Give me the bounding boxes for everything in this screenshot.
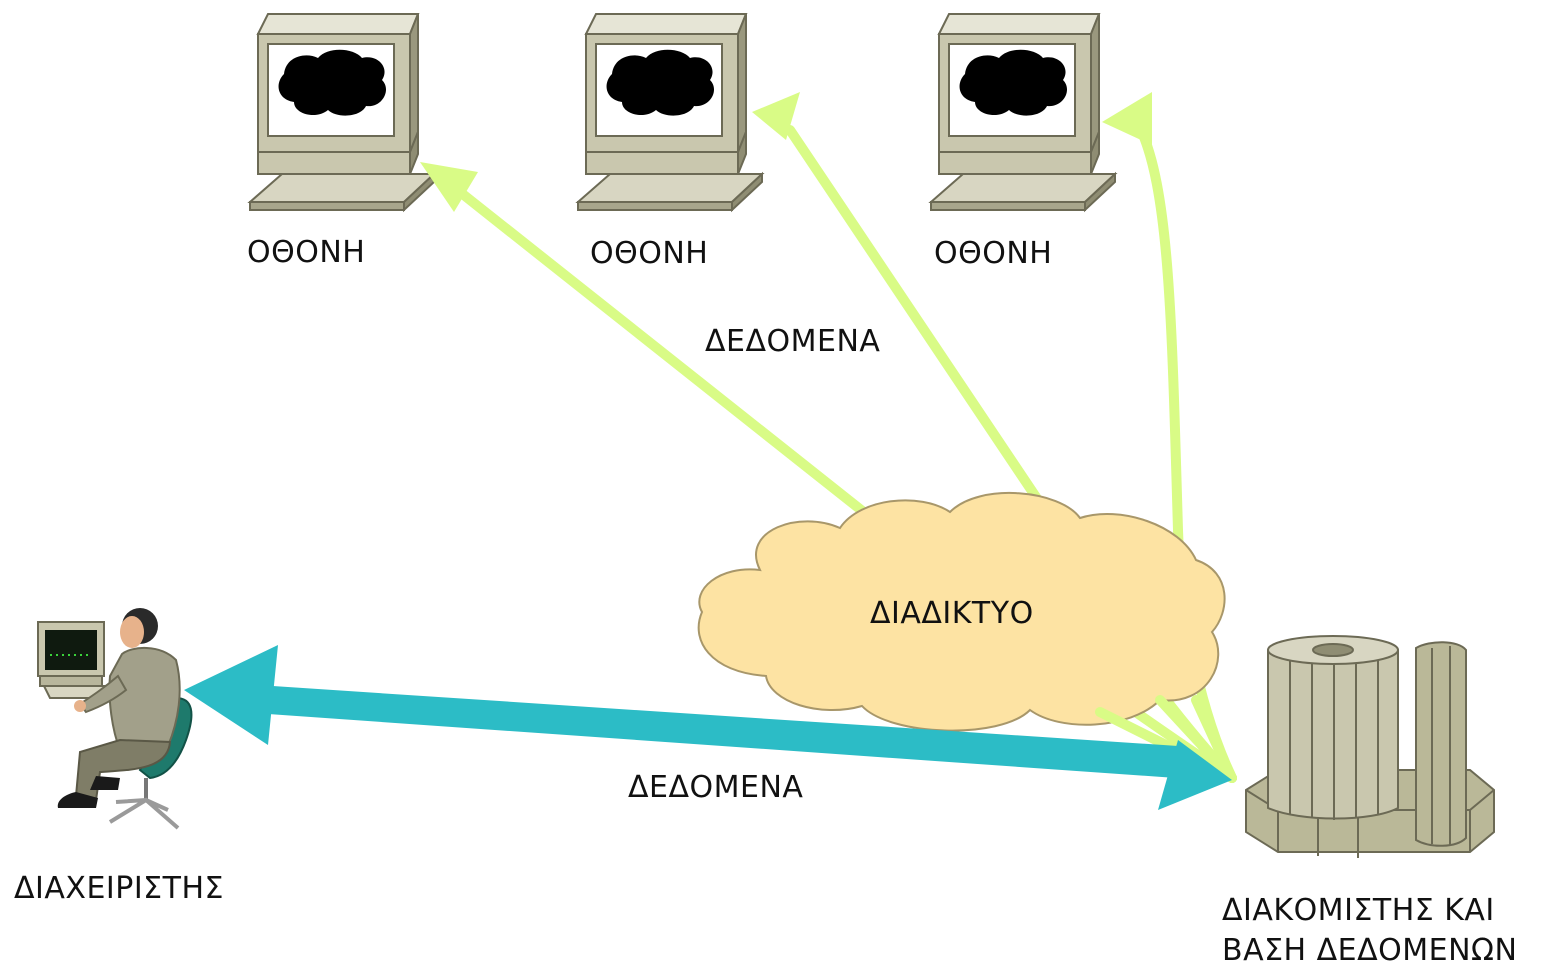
- screen-terminal-1: [249, 13, 435, 211]
- screen-terminal-3: [930, 13, 1116, 211]
- screen-label-2: ΟΘΟΝΗ: [590, 236, 708, 271]
- server-label-line-1: ΔΙΑΚΟΜΙΣΤΗΣ ΚΑΙ: [1222, 893, 1495, 928]
- data-label-upper: ΔΕΔΟΜΕΝΑ: [705, 324, 880, 359]
- screen-terminal-2: [577, 13, 763, 211]
- server-label-line-2: ΒΑΣΗ ΔΕΔΟΜΕΝΩΝ: [1222, 933, 1517, 968]
- arrowhead-screen-2: [752, 92, 800, 140]
- arrowhead-screen-1: [420, 162, 478, 212]
- screen-label-1: ΟΘΟΝΗ: [247, 235, 365, 270]
- admin-arrow-shaft: [240, 684, 1178, 778]
- internet-cloud: [697, 491, 1226, 732]
- administrator-label: ΔΙΑΧΕΙΡΙΣΤΗΣ: [14, 871, 224, 906]
- screen-label-3: ΟΘΟΝΗ: [934, 236, 1052, 271]
- data-label-lower: ΔΕΔΟΜΕΝΑ: [628, 770, 803, 805]
- internet-label: ΔΙΑΔΙΚΤΥΟ: [870, 596, 1034, 631]
- arrowhead-admin: [184, 645, 278, 745]
- arrowhead-screen-3: [1102, 92, 1152, 145]
- admin-server-arrow: [184, 645, 1232, 810]
- arrowhead-server: [1158, 740, 1232, 810]
- screen-arrowheads: [420, 92, 1152, 212]
- administrator-figure: [37, 608, 193, 830]
- server-database: [1245, 635, 1495, 858]
